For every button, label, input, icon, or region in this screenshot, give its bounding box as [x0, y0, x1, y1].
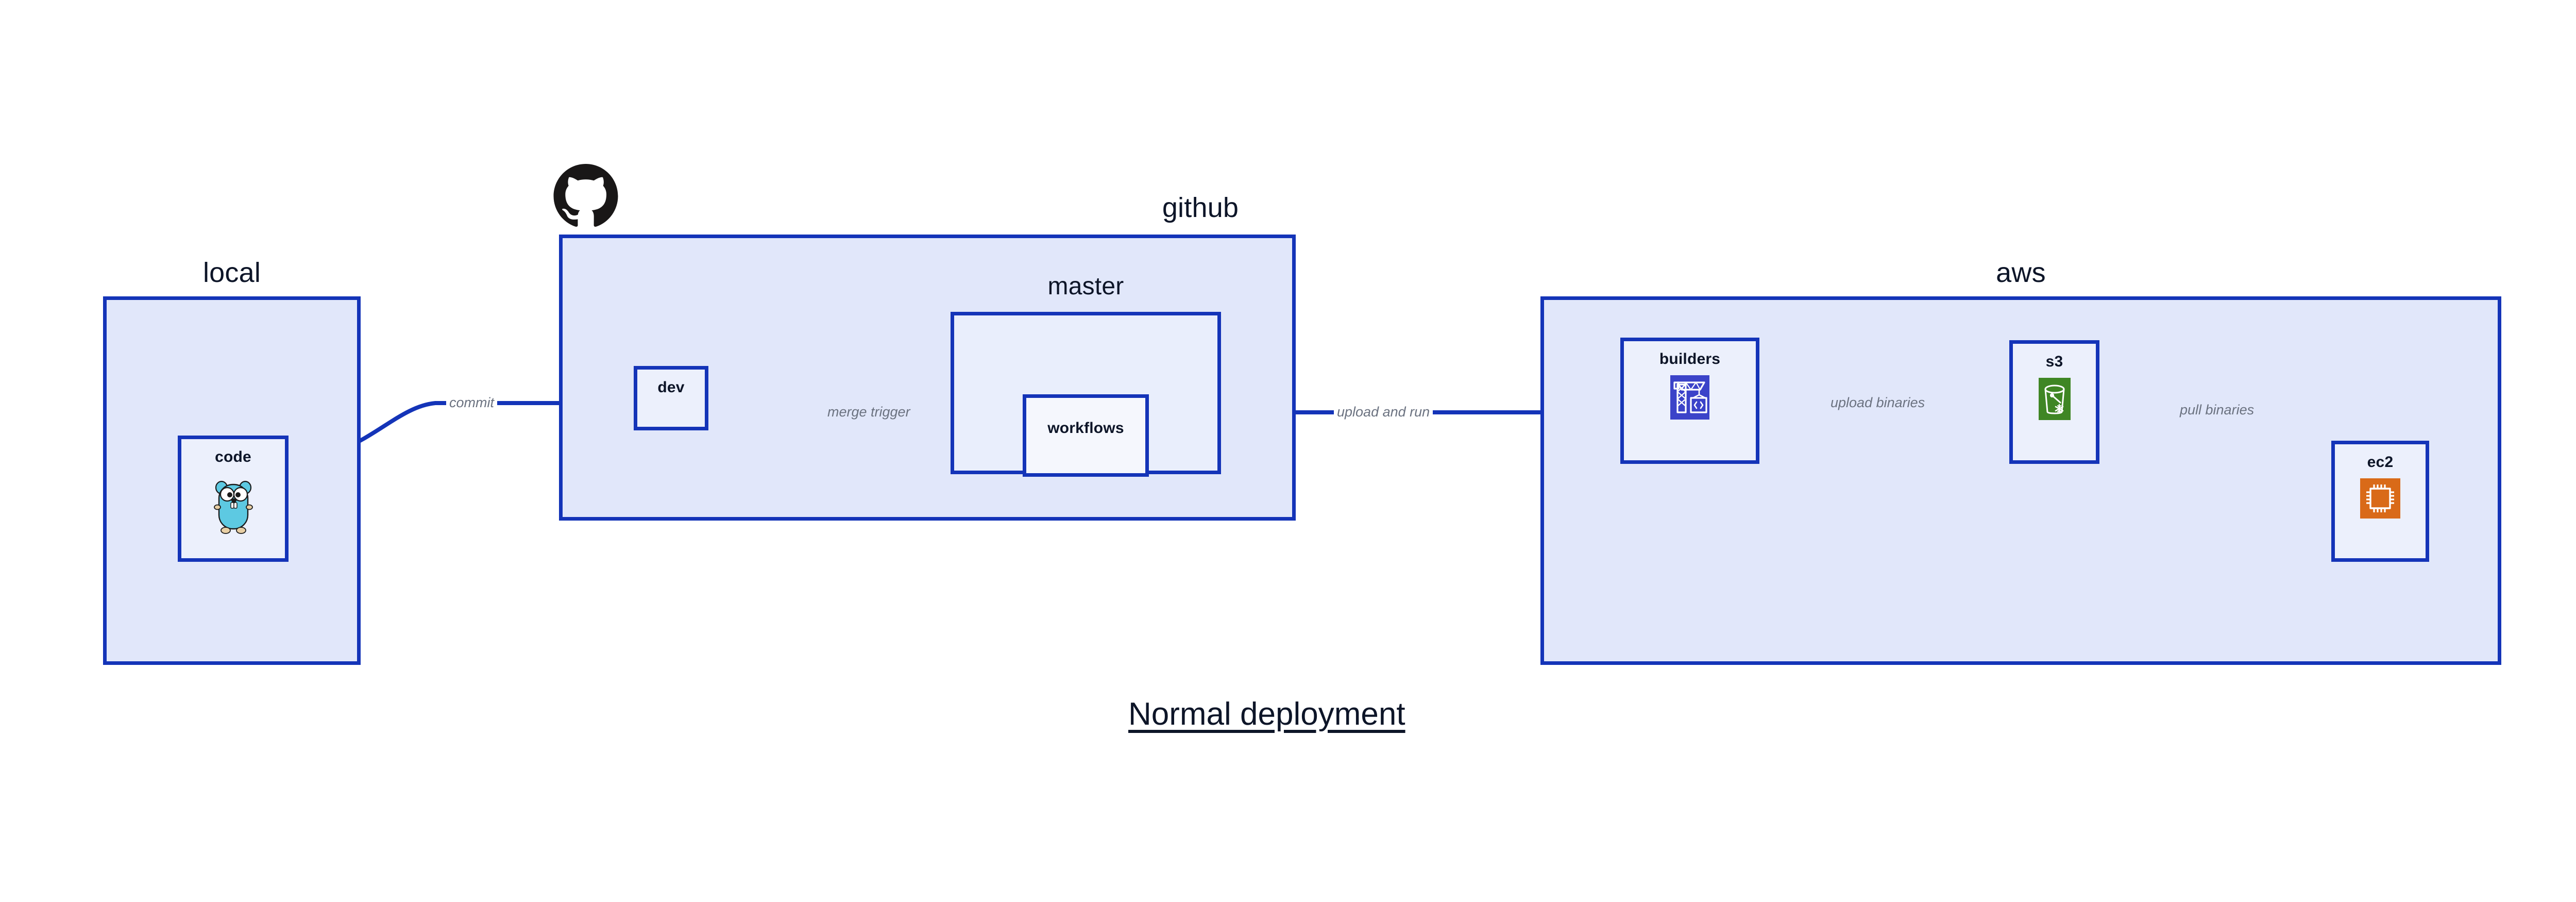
aws-s3-glacier-bucket-icon	[2038, 378, 2071, 423]
node-ec2[interactable]: ec2	[2331, 441, 2429, 562]
node-dev[interactable]: dev	[634, 366, 708, 430]
edge-label-upload-binaries: upload binaries	[1827, 396, 1928, 410]
edge-label-upload-and-run: upload and run	[1334, 405, 1433, 419]
node-s3[interactable]: s3	[2009, 340, 2099, 464]
aws-ec2-chip-icon	[2360, 478, 2400, 521]
node-label-s3: s3	[2045, 353, 2063, 370]
edge-label-commit: commit	[446, 396, 497, 410]
github-octocat-logo	[553, 164, 619, 231]
aws-builder-crane-icon	[1670, 375, 1709, 422]
node-builders[interactable]: builders	[1620, 338, 1759, 464]
group-label-aws: aws	[1996, 257, 2046, 288]
edge-label-merge-trigger: merge trigger	[824, 405, 913, 419]
node-label-code: code	[215, 448, 251, 465]
go-gopher-icon	[209, 473, 258, 538]
node-workflows[interactable]: workflows	[1023, 394, 1149, 477]
group-label-github: github	[1162, 192, 1239, 223]
group-label-master: master	[1047, 273, 1124, 300]
node-label-workflows: workflows	[1047, 420, 1124, 437]
node-label-ec2: ec2	[2367, 454, 2394, 471]
node-label-dev: dev	[657, 379, 685, 396]
node-code[interactable]: code	[178, 436, 289, 562]
diagram-caption: Normal deployment	[1128, 696, 1405, 732]
edge-label-pull-binaries: pull binaries	[2177, 403, 2258, 417]
node-label-builders: builders	[1659, 350, 1721, 368]
group-label-local: local	[202, 257, 261, 288]
